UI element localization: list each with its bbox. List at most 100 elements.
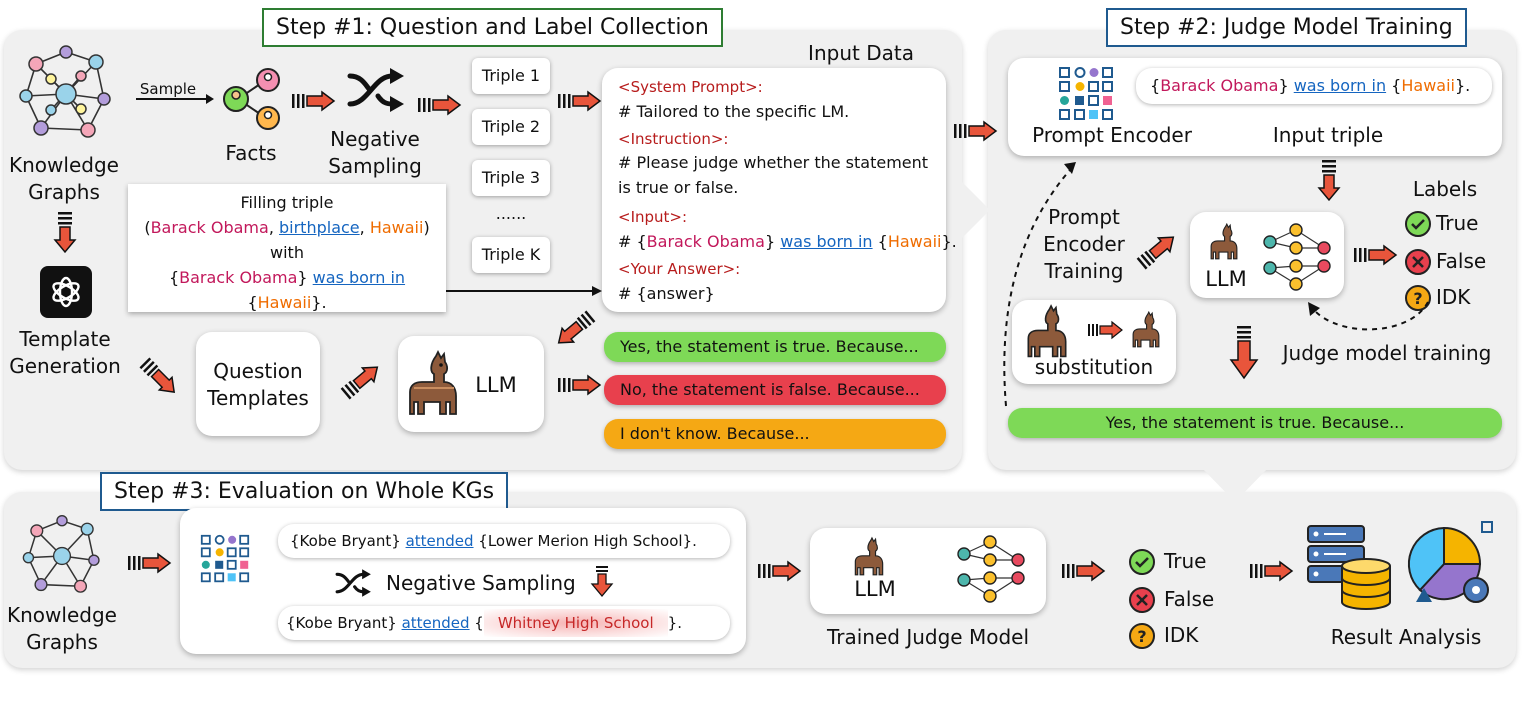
arrow-labels-to-results	[1250, 560, 1294, 582]
fill-t-close: }.	[311, 293, 327, 312]
llama-small-icon	[1132, 310, 1160, 348]
step2-to-step3-notch	[1200, 466, 1270, 502]
llama-icon	[1027, 304, 1067, 358]
pos-close: }.	[682, 532, 697, 550]
prompt-encoder-card: {Barack Obama} was born in {Hawaii}. Pro…	[1008, 58, 1502, 156]
question-templates-line1: Question	[213, 359, 303, 383]
trained-judge-card: LLM	[810, 528, 1046, 614]
sample-label: Sample	[139, 80, 197, 98]
input-data-title: Input Data	[808, 41, 914, 65]
step1-title: Step #1: Question and Label Collection	[262, 8, 723, 47]
triple-2: Triple 2	[472, 109, 550, 145]
neg-subject: Kobe Bryant	[295, 614, 388, 632]
step3-neg-sampling-label: Negative Sampling	[386, 571, 576, 595]
database-icon	[1307, 525, 1391, 610]
neg-mid2: {	[469, 614, 484, 632]
neg-object-highlight: Whitney High School	[483, 609, 668, 637]
shuffle-icon	[335, 569, 371, 597]
s2-mid2: {	[1386, 76, 1402, 95]
neg-sampling-line1: Negative	[330, 127, 420, 151]
svg-text:?: ?	[1137, 627, 1146, 646]
arrow-substitution	[1088, 320, 1123, 340]
neural-network-icon	[1263, 223, 1331, 291]
pe-training-label: Prompt Encoder Training	[1032, 204, 1136, 285]
kg-label-line1: Knowledge	[9, 153, 119, 177]
result-analysis-label: Result Analysis	[1330, 625, 1482, 649]
neg-open: {	[286, 614, 296, 632]
s2-mid1: }	[1278, 76, 1294, 95]
arrow-triples-to-judge	[758, 560, 802, 582]
pe-training-line3: Training	[1044, 259, 1124, 283]
answer-tag: <Your Answer>:	[618, 260, 741, 278]
fill-object: Hawaii	[369, 218, 424, 237]
instruction-line1: # Please judge whether the statement	[618, 153, 929, 172]
input-suffix: }.	[941, 232, 957, 251]
judge-training-label: Judge model training	[1282, 341, 1492, 365]
s2-close: }.	[1454, 76, 1471, 95]
llm-card-step1: LLM	[398, 336, 544, 432]
arrow-encoder-to-llm	[1317, 160, 1341, 202]
label-idk-step2: IDK	[1436, 285, 1471, 309]
pos-open: {	[290, 532, 300, 550]
kg3-line1: Knowledge	[7, 603, 117, 627]
question-templates-card: Question Templates	[196, 332, 320, 436]
positive-triple-box: {Kobe Bryant} attended {Lower Merion Hig…	[278, 524, 730, 558]
instruction-tag: <Instruction>:	[618, 130, 729, 148]
neural-network-icon	[957, 535, 1025, 603]
step2-answer-text: Yes, the statement is true. Because...	[1105, 413, 1405, 432]
input-mid2: {	[872, 232, 888, 251]
fill-t-mid2: {	[247, 293, 258, 312]
check-icon	[1129, 549, 1155, 575]
arrow-neg-sampling-down	[590, 566, 614, 598]
fill-subject: Barack Obama	[150, 218, 269, 237]
input-data-card: <System Prompt>: # Tailored to the speci…	[602, 68, 957, 312]
llm-label-step2: LLM	[1205, 267, 1247, 291]
step2-title: Step #2: Judge Model Training	[1106, 8, 1467, 47]
pos-mid2: {	[473, 532, 488, 550]
kg-label-step3: Knowledge Graphs	[4, 602, 120, 656]
template-generation-label: Template Generation	[0, 326, 130, 380]
template-gen-line1: Template	[19, 327, 111, 351]
pie-chart-icon	[1407, 521, 1493, 603]
fill-t-open: {	[168, 268, 180, 287]
input-subject: Barack Obama	[646, 232, 765, 251]
triple-1: Triple 1	[472, 58, 550, 94]
s2-relation: was born in	[1293, 76, 1387, 95]
fill-close: )	[423, 218, 430, 237]
arrow-judge-to-labels	[1062, 560, 1106, 582]
llama-icon	[1210, 222, 1238, 260]
pe-training-line2: Encoder	[1043, 232, 1125, 256]
step3-triples-card: {Kobe Bryant} attended {Lower Merion Hig…	[180, 508, 746, 654]
neg-close: }.	[667, 614, 682, 632]
cross-icon	[1405, 249, 1431, 275]
fill-t-subject: Barack Obama	[179, 268, 298, 287]
triple-k: Triple K	[472, 237, 550, 273]
pos-mid1: }	[391, 532, 406, 550]
fill-comma2: ,	[359, 218, 370, 237]
fill-t-object: Hawaii	[257, 293, 312, 312]
kg3-line2: Graphs	[26, 630, 98, 654]
answer-false-pill: No, the statement is false. Because...	[604, 375, 946, 405]
input-statement: # {Barack Obama} was born in {Hawaii}.	[618, 228, 957, 256]
instruction-line2: is true or false.	[618, 178, 739, 197]
input-prefix: # {	[618, 232, 647, 251]
svg-text:?: ?	[1413, 289, 1422, 308]
judge-training-dashed-arrow	[1308, 301, 1429, 331]
arrow-llm-to-answer-step2	[1229, 326, 1259, 380]
pos-relation: attended	[405, 532, 474, 550]
arrow-llm-to-labels	[1354, 244, 1398, 266]
input-triple-box: {Barack Obama} was born in {Hawaii}.	[1136, 68, 1492, 104]
system-prompt-tag: <System Prompt>:	[618, 78, 763, 96]
arrow-template-to-questions	[139, 357, 176, 394]
input-object: Hawaii	[887, 232, 942, 251]
filling-line1: Filling triple	[240, 193, 334, 212]
knowledge-graph-icon	[22, 515, 100, 593]
fill-open: (	[144, 218, 151, 237]
arrow-kg3-to-triples	[128, 552, 172, 574]
negative-triple-box: {Kobe Bryant} attended {Whitney High Sch…	[278, 606, 730, 640]
question-templates-line2: Templates	[207, 386, 309, 410]
arrow-kg-to-template	[53, 212, 77, 254]
pe-training-dashed-arrow	[1003, 162, 1076, 407]
filling-triple-box: Filling triple (Barack Obama, birthplace…	[128, 184, 446, 312]
arrow-facts-to-shuffle	[292, 90, 336, 112]
